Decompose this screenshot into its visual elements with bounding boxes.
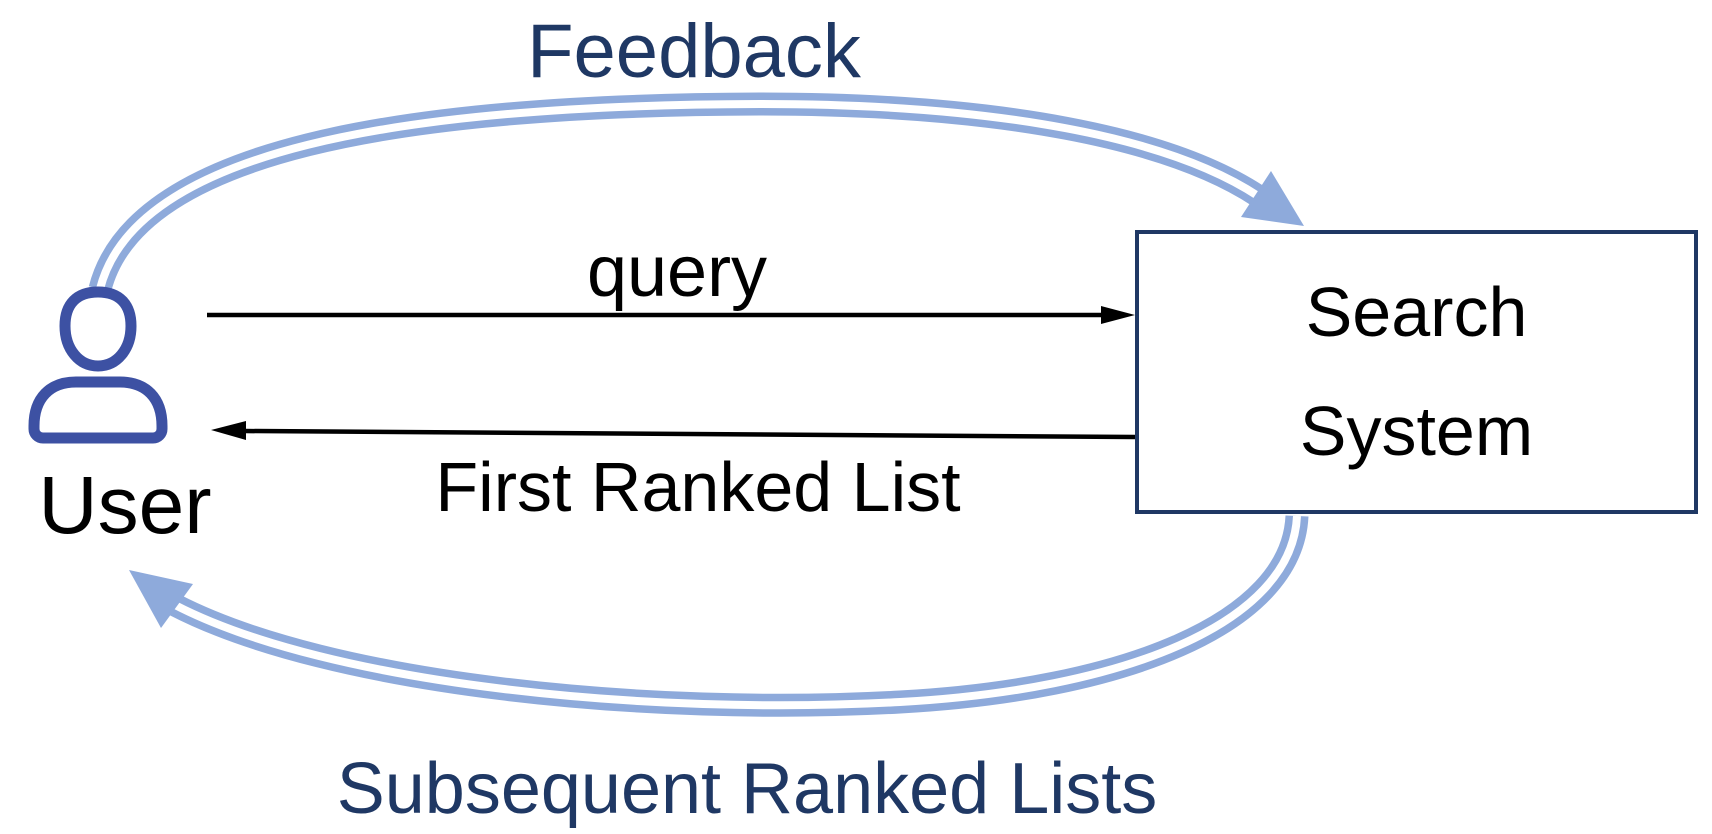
first-ranked-list-arrow bbox=[211, 421, 1136, 440]
feedback-arrow-curve-gap bbox=[96, 99, 1261, 290]
feedback-arrow bbox=[88, 92, 1304, 293]
subsequent-ranked-lists-arrowhead-icon bbox=[129, 570, 193, 628]
query-arrowhead-icon bbox=[1101, 306, 1135, 324]
first-ranked-list-label: First Ranked List bbox=[435, 448, 961, 526]
subsequent-ranked-lists-arrow bbox=[129, 515, 1309, 717]
user-label: User bbox=[38, 460, 212, 551]
query-arrow bbox=[207, 306, 1135, 324]
feedback-arrowhead-icon bbox=[1241, 171, 1304, 226]
first-ranked-list-arrow-line bbox=[244, 428, 1136, 440]
feedback-label: Feedback bbox=[527, 9, 861, 94]
query-label: query bbox=[586, 232, 768, 312]
first-ranked-list-arrowhead-icon bbox=[211, 421, 246, 440]
user-icon-body bbox=[28, 376, 168, 444]
search-system-label-line1: Search bbox=[1305, 273, 1528, 351]
search-system-node: Search System bbox=[1135, 230, 1698, 514]
subsequent-ranked-lists-curve bbox=[169, 515, 1309, 717]
subsequent-ranked-lists-curve-gap bbox=[173, 515, 1301, 710]
subsequent-ranked-lists-label: Subsequent Ranked Lists bbox=[336, 749, 1158, 829]
user-icon bbox=[28, 286, 168, 444]
search-system-label-line2: System bbox=[1299, 392, 1534, 470]
user-icon-head bbox=[59, 286, 137, 372]
